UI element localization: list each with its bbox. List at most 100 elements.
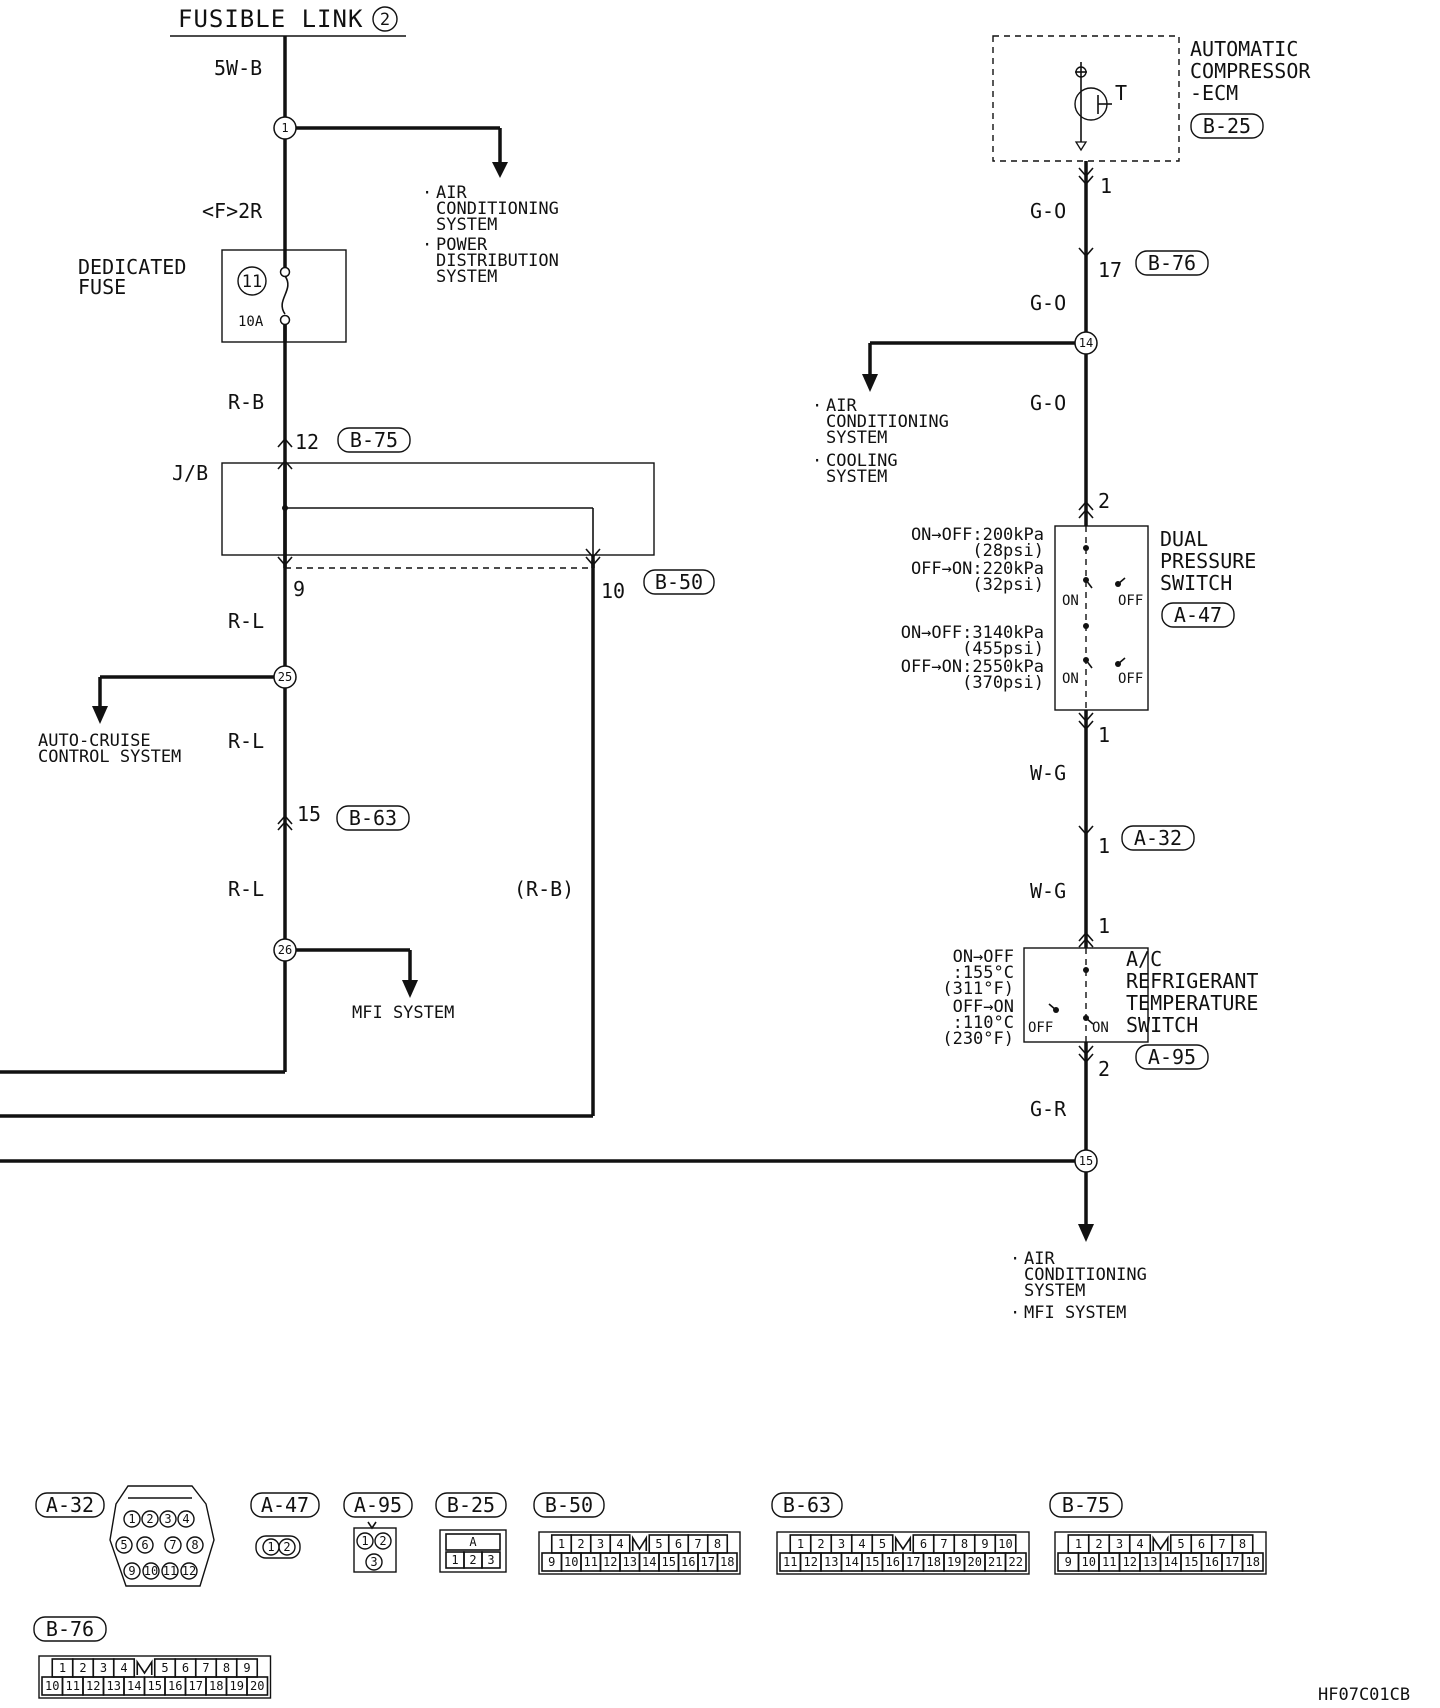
b50-pin: 7: [694, 1537, 701, 1551]
svg-text:SYSTEM: SYSTEM: [436, 215, 497, 235]
terminal-marks-right: [1078, 167, 1094, 1064]
svg-text:OFF→ON: OFF→ON: [953, 997, 1014, 1017]
left-main-wire: [0, 36, 595, 1118]
junction-node-14: 14: [1074, 331, 1098, 355]
b75-pin: 10: [1082, 1555, 1096, 1569]
b76-pin: 6: [182, 1661, 189, 1675]
b50-pin: 14: [642, 1555, 656, 1569]
svg-text:A-47: A-47: [1174, 603, 1222, 627]
b75-pin: 8: [1239, 1537, 1246, 1551]
b63-pin: 18: [927, 1555, 941, 1569]
svg-text:CONDITIONING: CONDITIONING: [826, 412, 949, 432]
b50-pin: 4: [616, 1537, 623, 1551]
junction-node-1: 1: [273, 116, 297, 140]
temp-switch-label-3: TEMPERATURE: [1126, 991, 1258, 1015]
right-main-wire: [0, 161, 1094, 1242]
b75-pin: 18: [1246, 1555, 1260, 1569]
b63-pin: 9: [981, 1537, 988, 1551]
b50-pin: 2: [577, 1537, 584, 1551]
wire-color-r-l-1: R-L: [228, 609, 264, 633]
junction-node-15: 15: [1074, 1149, 1098, 1173]
temp-switch-label-4: SWITCH: [1126, 1013, 1198, 1037]
svg-text:AIR: AIR: [1024, 1249, 1055, 1269]
b63-pin: 19: [947, 1555, 961, 1569]
dest-bottom: · AIR CONDITIONING SYSTEM · MFI SYSTEM: [1010, 1249, 1147, 1323]
fusible-link-number-circle: [372, 6, 398, 32]
b63-pin: 17: [906, 1555, 920, 1569]
b63-pin: 4: [858, 1537, 865, 1551]
b50-key-notch: [631, 1535, 648, 1551]
b75-pin: 5: [1177, 1537, 1184, 1551]
b75-pin: 12: [1123, 1555, 1137, 1569]
dest-top: · AIR CONDITIONING SYSTEM · POWER DISTRI…: [422, 183, 559, 287]
svg-text:B-75: B-75: [350, 428, 398, 452]
b63-pin: 16: [886, 1555, 900, 1569]
b75-pin: 4: [1136, 1537, 1143, 1551]
b75-pin: 3: [1116, 1537, 1123, 1551]
wire-color-g-o-1: G-O: [1030, 199, 1066, 223]
wire-color-5w-b: 5W-B: [214, 56, 262, 80]
svg-text:·: ·: [1010, 1303, 1020, 1323]
svg-text:MFI SYSTEM: MFI SYSTEM: [1024, 1303, 1126, 1323]
svg-text:1: 1: [128, 1512, 135, 1526]
automatic-compressor-ecm: T: [992, 35, 1180, 162]
dest-mfi: MFI SYSTEM: [352, 1003, 454, 1023]
svg-text:AUTO-CRUISE: AUTO-CRUISE: [38, 731, 151, 751]
b76-key-notch: [136, 1659, 153, 1675]
ecm-label-3: -ECM: [1190, 81, 1238, 105]
b76-pin: 7: [202, 1661, 209, 1675]
b76-pin: 15: [148, 1679, 162, 1693]
b76-pin: 1: [59, 1661, 66, 1675]
svg-text:ON→OFF: ON→OFF: [953, 947, 1014, 967]
svg-text:OFF→ON:2550kPa: OFF→ON:2550kPa: [901, 657, 1044, 677]
b50-pin: 3: [597, 1537, 604, 1551]
fuse-rating: 10A: [238, 314, 264, 330]
b63-pin: 14: [845, 1555, 859, 1569]
dual-pressure-switch: ON OFF ON OFF: [1054, 525, 1149, 711]
b76-pin: 11: [66, 1679, 80, 1693]
fusible-link-title: FUSIBLE LINK 2: [170, 5, 406, 37]
b75-pin: 13: [1143, 1555, 1157, 1569]
svg-text:B-75: B-75: [1062, 1493, 1110, 1517]
svg-text:(28psi): (28psi): [972, 541, 1044, 561]
b63-pin: 2: [817, 1537, 824, 1551]
wire-color-g-o-3: G-O: [1030, 391, 1066, 415]
b75-pin: 15: [1184, 1555, 1198, 1569]
dest-mid: · AIR CONDITIONING SYSTEM · COOLING SYST…: [812, 396, 949, 487]
svg-text:5: 5: [120, 1538, 127, 1552]
svg-text:ON→OFF:200kPa: ON→OFF:200kPa: [911, 525, 1044, 545]
b63-pin: 5: [879, 1537, 886, 1551]
b63-pin: 22: [1009, 1555, 1023, 1569]
wire-color-r-l-2: R-L: [228, 729, 264, 753]
connector-label-a-47: A-47: [1161, 602, 1235, 628]
diagram-code: HF07C01CB: [1318, 1685, 1410, 1705]
svg-text:AIR: AIR: [826, 396, 857, 416]
svg-text:DISTRIBUTION: DISTRIBUTION: [436, 251, 559, 271]
pin-15: 15: [297, 802, 321, 826]
svg-text:1: 1: [267, 1540, 274, 1554]
svg-text:9: 9: [128, 1564, 135, 1578]
b63-pin: 11: [783, 1555, 797, 1569]
dedicated-fuse: 11 10A: [221, 249, 347, 343]
wire-color-f-2r: <F>2R: [202, 199, 263, 223]
svg-text:1: 1: [281, 121, 288, 135]
dedicated-fuse-label-2: FUSE: [78, 275, 126, 299]
svg-text:10: 10: [144, 1564, 158, 1578]
svg-text:POWER: POWER: [436, 235, 488, 255]
svg-text:25: 25: [278, 670, 292, 684]
svg-text:A-47: A-47: [261, 1493, 309, 1517]
svg-text:2: 2: [469, 1553, 476, 1567]
svg-text:CONDITIONING: CONDITIONING: [436, 199, 559, 219]
b75-pin: 14: [1164, 1555, 1178, 1569]
dual-switch-specs: ON→OFF:200kPa (28psi) OFF→ON:220kPa (32p…: [901, 525, 1044, 693]
dual-on-1: ON: [1062, 593, 1079, 609]
b50-pin: 15: [662, 1555, 676, 1569]
svg-text:2: 2: [146, 1512, 153, 1526]
wire-color-g-o-2: G-O: [1030, 291, 1066, 315]
pin-12: 12: [295, 430, 319, 454]
b76-pin: 18: [209, 1679, 223, 1693]
dual-off-1: OFF: [1118, 593, 1143, 609]
b75-pin: 7: [1218, 1537, 1225, 1551]
temp-switch-label-2: REFRIGERANT: [1126, 969, 1258, 993]
